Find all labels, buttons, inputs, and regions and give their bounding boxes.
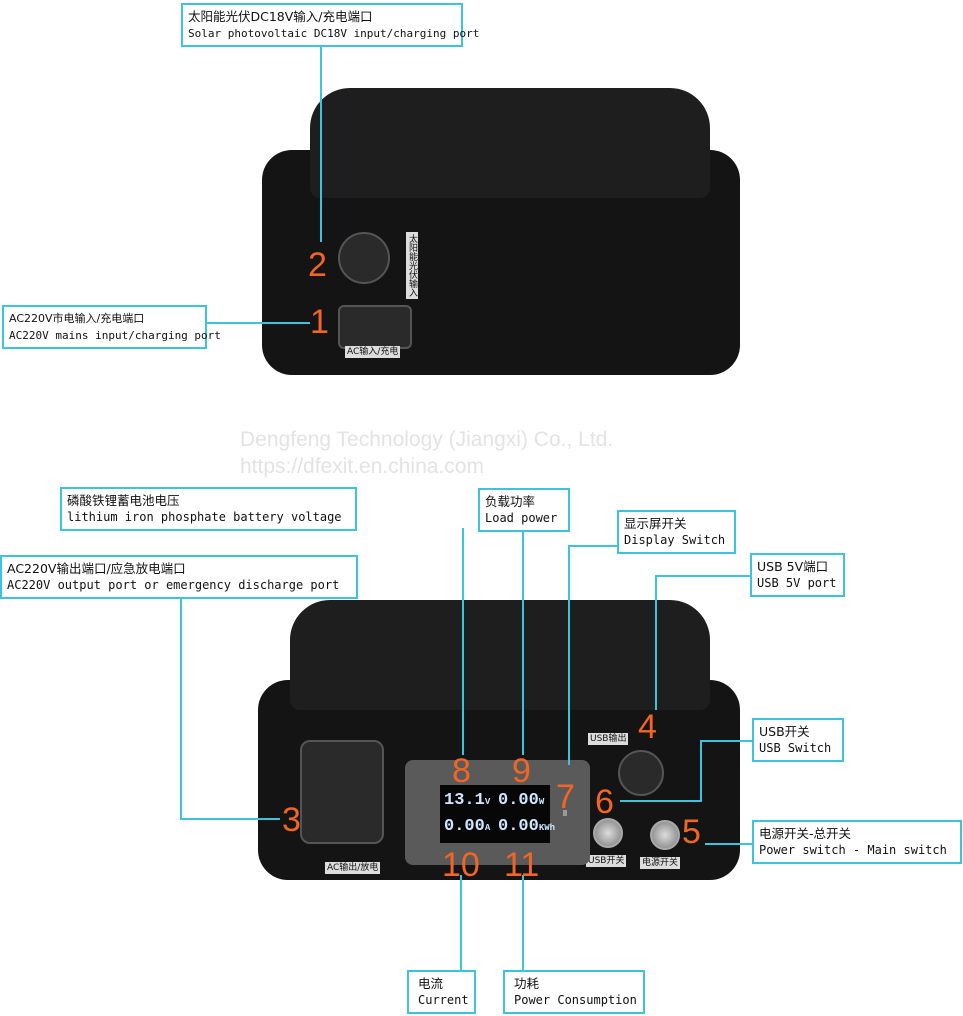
marker-2: 2 — [308, 246, 327, 284]
usb-out-tag: USB输出 — [588, 733, 629, 745]
marker-1: 1 — [310, 303, 329, 341]
callout-zh: 磷酸铁锂蓄电池电压 — [67, 493, 180, 508]
callout-mains: AC220V市电输入/充电端口 AC220V mains input/chargi… — [2, 305, 221, 349]
solar-input-tag: 太阳能光伏输入 — [406, 232, 418, 299]
callout-en: Solar photovoltaic DC18V input/charging … — [188, 27, 480, 40]
callout-en: Power Consumption — [514, 993, 637, 1007]
marker-5: 5 — [682, 813, 701, 851]
watermark-company: Dengfeng Technology (Jiangxi) Co., Ltd. — [240, 428, 614, 451]
display-switch-button[interactable] — [563, 810, 567, 816]
callout-current: 电流 Current — [407, 970, 476, 1014]
ac-input-port — [338, 305, 412, 349]
callout-en: USB 5V port — [757, 576, 837, 590]
callout-en: lithium iron phosphate battery voltage — [67, 510, 342, 524]
current-unit: A — [484, 823, 491, 833]
callout-zh: USB开关 — [759, 724, 810, 739]
callout-ac-output: AC220V输出端口/应急放电端口 AC220V output port or e… — [0, 555, 358, 599]
power-switch-button[interactable] — [650, 820, 680, 850]
callout-zh: USB 5V端口 — [757, 559, 829, 574]
energy-value: 0.00 — [498, 817, 539, 836]
lcd-screen: 13.1V 0.00W 0.00A 0.00KWh — [440, 785, 555, 843]
marker-3: 3 — [282, 801, 301, 839]
usb-port — [618, 750, 664, 796]
voltage-unit: V — [484, 797, 491, 807]
power-unit: W — [538, 797, 545, 807]
callout-en: Load power — [485, 511, 558, 525]
watermark-url: https://dfexit.en.china.com — [240, 455, 484, 478]
callout-load-power: 负载功率 Load power — [478, 488, 570, 532]
power-switch-tag: 电源开关 — [640, 857, 681, 869]
callout-zh: 太阳能光伏DC18V输入/充电端口 — [188, 9, 373, 24]
callout-en: Power switch - Main switch — [759, 843, 947, 857]
callout-display-switch: 显示屏开关 Display Switch — [617, 510, 736, 554]
marker-4: 4 — [638, 708, 657, 746]
solar-port — [338, 232, 390, 284]
marker-11: 11 — [504, 846, 540, 884]
marker-9: 9 — [512, 752, 531, 790]
voltage-value: 13.1 — [444, 791, 485, 810]
callout-battery-voltage: 磷酸铁锂蓄电池电压 lithium iron phosphate battery … — [60, 487, 357, 531]
callout-zh: AC220V输出端口/应急放电端口 — [7, 561, 186, 576]
current-value: 0.00 — [444, 817, 485, 836]
callout-zh: 电源开关-总开关 — [759, 826, 852, 841]
callout-en: AC220V mains input/charging port — [9, 329, 221, 342]
ac-input-tag: AC输入/充电 — [345, 346, 401, 358]
ac-output-tag: AC输出/放电 — [325, 862, 381, 874]
callout-solar: 太阳能光伏DC18V输入/充电端口 Solar photovoltaic DC18… — [181, 3, 480, 47]
usb-switch-button[interactable] — [593, 818, 623, 848]
callout-zh: 显示屏开关 — [624, 516, 687, 531]
ac-output-socket — [300, 740, 384, 844]
callout-en: USB Switch — [759, 741, 832, 755]
marker-6: 6 — [595, 783, 614, 821]
callout-en: Display Switch — [624, 533, 726, 547]
marker-10: 10 — [442, 846, 480, 884]
callout-en: AC220V output port or emergency discharg… — [7, 578, 340, 592]
callout-en: Current — [418, 993, 469, 1007]
callout-usb-port: USB 5V端口 USB 5V port — [750, 553, 845, 597]
case-lid-top — [310, 88, 710, 198]
energy-unit: KWh — [538, 823, 556, 833]
callout-zh: 功耗 — [514, 976, 540, 991]
callout-consumption: 功耗 Power Consumption — [503, 970, 645, 1014]
power-value: 0.00 — [498, 791, 539, 810]
callout-usb-switch: USB开关 USB Switch — [752, 718, 844, 762]
callout-zh: 电流 — [418, 976, 444, 991]
usb-switch-tag: USB开关 — [586, 855, 627, 867]
lcd-meter: 13.1V 0.00W 0.00A 0.00KWh — [405, 760, 590, 865]
case-lid-front — [290, 600, 710, 710]
callout-zh: 负载功率 — [485, 494, 536, 509]
callout-zh: AC220V市电输入/充电端口 — [9, 312, 145, 325]
marker-8: 8 — [452, 752, 471, 790]
callout-power-switch: 电源开关-总开关 Power switch - Main switch — [752, 820, 962, 864]
marker-7: 7 — [556, 778, 575, 816]
